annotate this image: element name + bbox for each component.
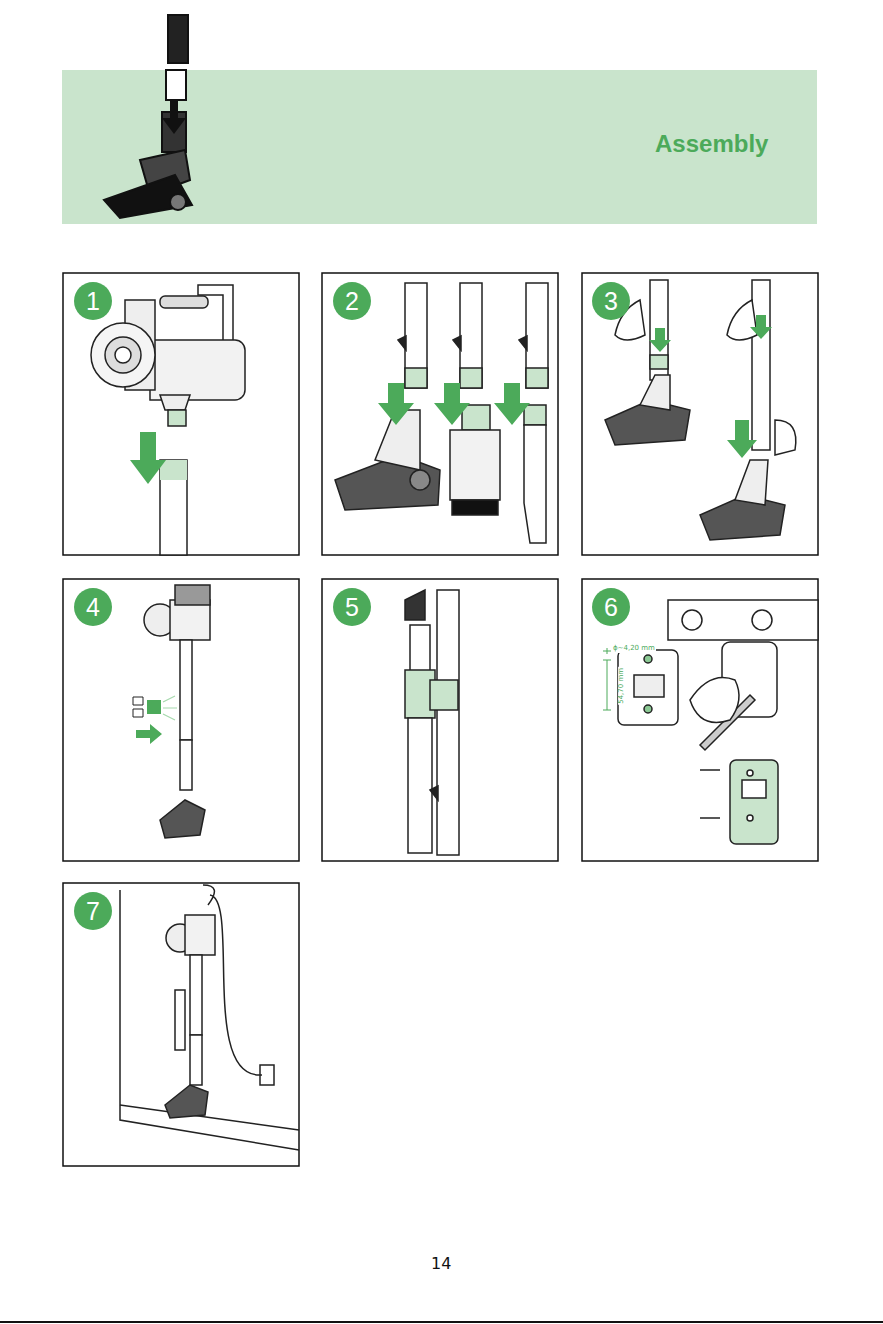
- step-number-text: 3: [604, 287, 618, 316]
- step-number: 7: [74, 892, 112, 930]
- step-number: 3: [592, 282, 630, 320]
- step-number-text: 4: [86, 593, 100, 622]
- dimension-label: ϕ~4,20 mm: [612, 645, 656, 653]
- step-number-text: 1: [86, 287, 100, 316]
- step-number: 1: [74, 282, 112, 320]
- step-number: 2: [333, 282, 371, 320]
- step-number-text: 2: [345, 287, 359, 316]
- dimension-label: 54,70 mm: [618, 667, 626, 705]
- page-number: 14: [430, 1255, 452, 1273]
- step-number-text: 7: [86, 897, 100, 926]
- step-number: 6: [592, 588, 630, 626]
- step-number: 4: [74, 588, 112, 626]
- step-number-text: 5: [345, 593, 359, 622]
- section-title: Assembly: [655, 130, 768, 158]
- step-number-text: 6: [604, 593, 618, 622]
- step-number: 5: [333, 588, 371, 626]
